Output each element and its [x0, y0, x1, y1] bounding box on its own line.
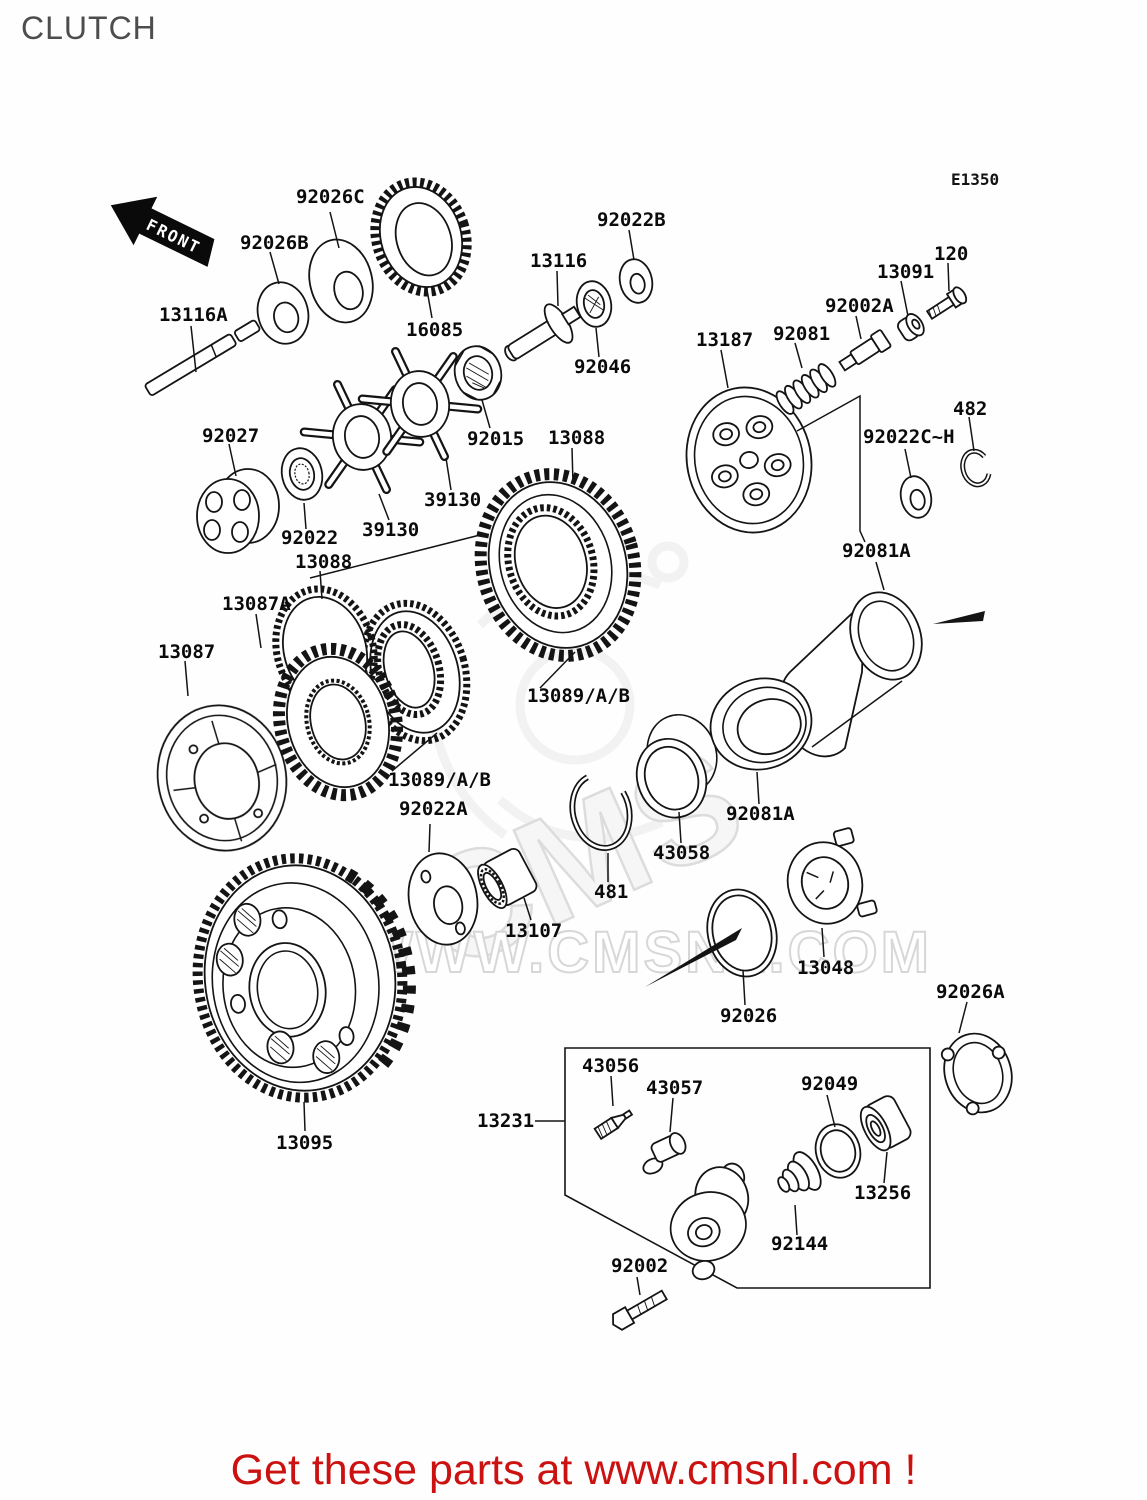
part-label-92022[interactable]: 92022: [281, 527, 339, 549]
part-label-92022B[interactable]: 92022B: [597, 209, 666, 231]
part-481-drawing: [569, 774, 633, 851]
part-label-13107[interactable]: 13107: [505, 920, 563, 942]
part-label-13095[interactable]: 13095: [276, 1132, 334, 1154]
part-label-481[interactable]: 481: [594, 881, 629, 903]
part-label-13087[interactable]: 13087: [158, 641, 216, 663]
part-label-92046[interactable]: 92046: [574, 356, 632, 378]
part-13116A-drawing: [144, 319, 261, 396]
part-13107-drawing: [477, 847, 538, 909]
part-label-92022A[interactable]: 92022A: [399, 798, 468, 820]
part-92002-drawing: [612, 1289, 668, 1331]
part-92022A-drawing: [407, 852, 479, 946]
part-92022C-H-drawing: [899, 475, 933, 519]
part-13088-drawing: [474, 468, 642, 662]
part-16085-drawing: [370, 177, 472, 297]
part-92026A-drawing: [940, 1032, 1013, 1116]
part-13091-drawing: [897, 313, 925, 342]
part-92046-drawing: [575, 280, 613, 328]
diagram-code: E1350: [951, 170, 1000, 189]
part-label-13256[interactable]: 13256: [854, 1182, 912, 1204]
part-label-13091[interactable]: 13091: [877, 261, 935, 283]
part-label-13048[interactable]: 13048: [797, 957, 855, 979]
part-92027-drawing: [196, 468, 280, 554]
part-label-92081[interactable]: 92081: [773, 323, 831, 345]
part-92144-drawing: [777, 1151, 822, 1193]
part-43058-drawing: [635, 714, 718, 819]
part-label-13088[interactable]: 13088: [548, 427, 606, 449]
part-13116-drawing: [504, 303, 582, 362]
part-label-39130[interactable]: 39130: [362, 519, 420, 541]
part-13089-drawing: [359, 599, 471, 745]
part-label-92026C[interactable]: 92026C: [296, 186, 365, 208]
part-13231-box: [564, 1047, 931, 1289]
part-label-13187[interactable]: 13187: [696, 329, 754, 351]
part-label-13089-A-B[interactable]: 13089/A/B: [527, 685, 630, 707]
part-label-39130[interactable]: 39130: [424, 489, 482, 511]
part-43057-drawing: [642, 1132, 687, 1175]
part-13187-drawing: [685, 386, 813, 534]
part-92026C-drawing: [308, 238, 374, 324]
part-label-92081A[interactable]: 92081A: [842, 540, 911, 562]
part-92081-drawing: [775, 363, 837, 415]
part-92049-drawing: [814, 1123, 862, 1179]
part-13087-drawing: [156, 704, 288, 852]
part-label-43058[interactable]: 43058: [653, 842, 711, 864]
pointer-arrow: [933, 611, 985, 624]
part-92015-drawing: [453, 345, 503, 401]
part-label-92015[interactable]: 92015: [467, 428, 525, 450]
footer-banner[interactable]: Get these parts at www.cmsnl.com !: [230, 1446, 917, 1494]
part-label-92027[interactable]: 92027: [202, 425, 260, 447]
part-92022B-drawing: [618, 258, 654, 304]
part-label-92026B[interactable]: 92026B: [240, 232, 309, 254]
part-92026B-drawing: [256, 281, 310, 345]
part-label-13087A[interactable]: 13087A: [222, 593, 291, 615]
part-13095-drawing: [192, 853, 416, 1103]
part-label-92026A[interactable]: 92026A: [936, 981, 1005, 1003]
part-label-92026[interactable]: 92026: [720, 1005, 778, 1027]
pointer-arrow: [645, 928, 742, 987]
part-label-13116[interactable]: 13116: [530, 250, 588, 272]
part-label-92022C-H[interactable]: 92022C~H: [863, 426, 955, 448]
part-label-92049[interactable]: 92049: [801, 1073, 859, 1095]
part-13087A-drawing: [272, 642, 404, 802]
part-13231-body-drawing: [669, 1162, 750, 1281]
part-label-43056[interactable]: 43056: [582, 1055, 640, 1077]
part-label-482[interactable]: 482: [953, 398, 988, 420]
part-92002A-drawing: [838, 329, 892, 372]
part-43056-drawing: [593, 1109, 634, 1141]
part-label-92002A[interactable]: 92002A: [825, 295, 894, 317]
part-482-drawing: [960, 448, 992, 488]
part-label-16085[interactable]: 16085: [406, 319, 464, 341]
part-label-120[interactable]: 120: [934, 243, 969, 265]
part-label-43057[interactable]: 43057: [646, 1077, 704, 1099]
part-label-92002[interactable]: 92002: [611, 1255, 669, 1277]
part-13048-drawing: [786, 827, 878, 925]
part-92022-drawing: [280, 447, 324, 501]
page-title: CLUTCH: [21, 10, 157, 46]
part-label-13089-A-B[interactable]: 13089/A/B: [388, 769, 491, 791]
part-92081A-drawing: [709, 677, 813, 771]
leader-lines: [184, 211, 975, 1296]
part-120-drawing: [925, 286, 968, 321]
part-label-13088[interactable]: 13088: [295, 551, 353, 573]
part-label-13116A[interactable]: 13116A: [159, 304, 228, 326]
part-13256-drawing: [859, 1095, 912, 1152]
part-label-13231[interactable]: 13231: [477, 1110, 535, 1132]
part-label-92144[interactable]: 92144: [771, 1233, 829, 1255]
part-39130-drawing: [299, 379, 425, 495]
part-39130-drawing: [357, 346, 483, 462]
part-92026-drawing: [706, 888, 778, 978]
part-label-92081A[interactable]: 92081A: [726, 803, 795, 825]
